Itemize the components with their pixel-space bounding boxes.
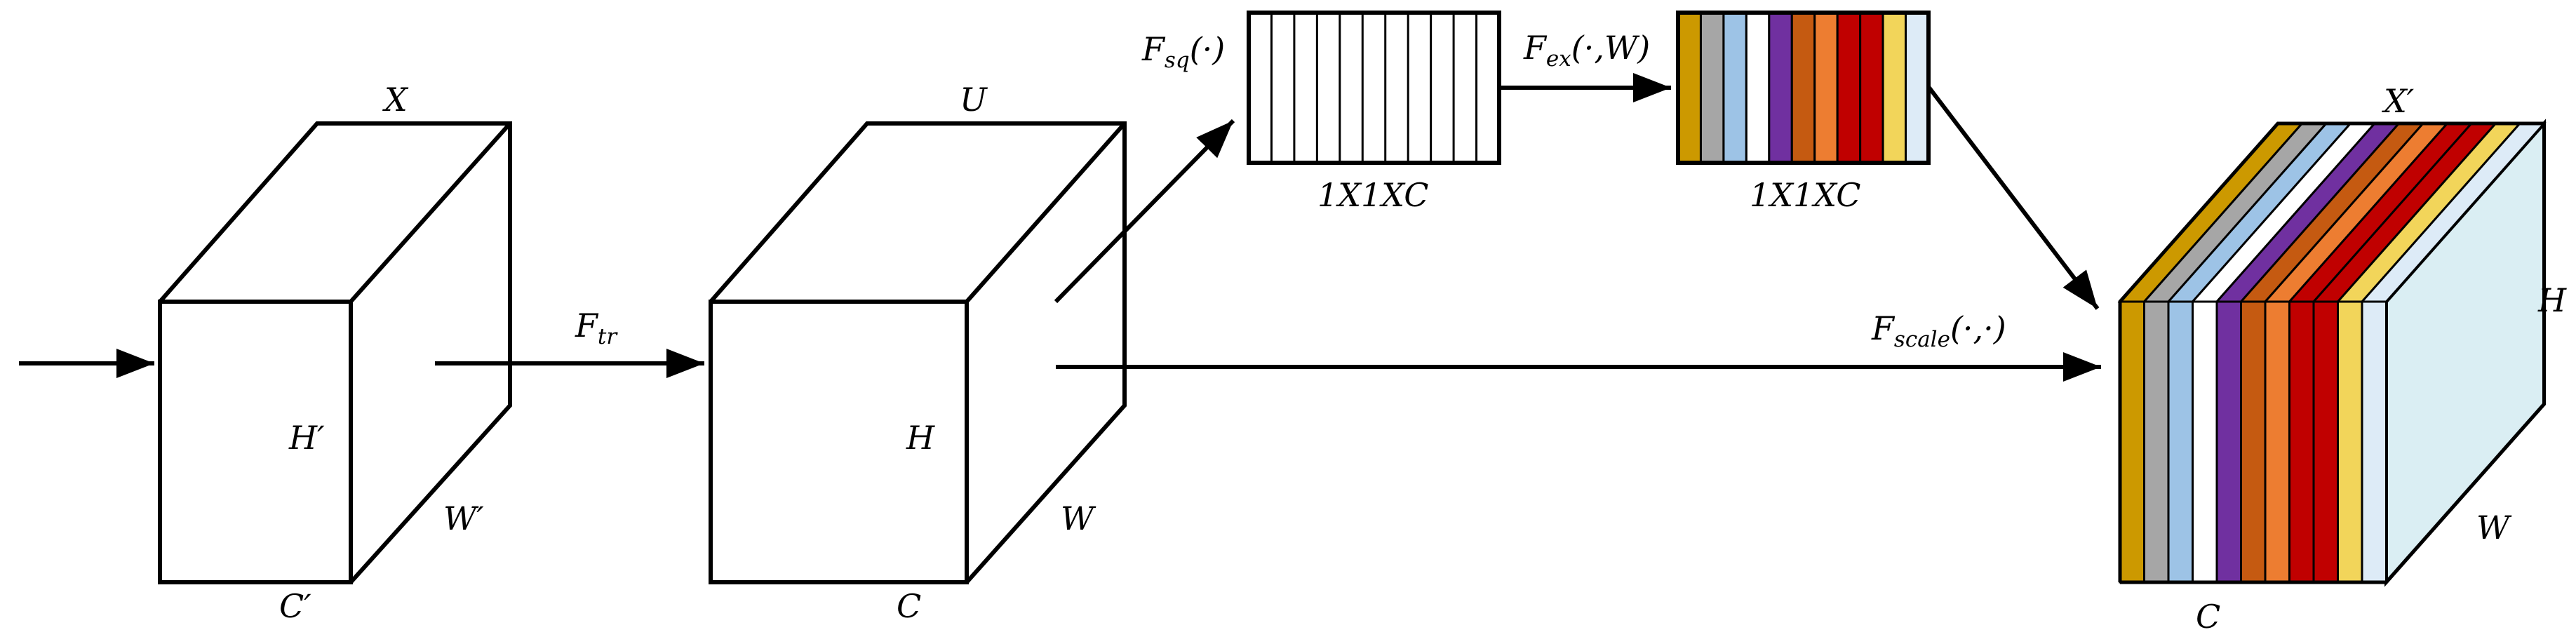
fscale-label-args: (·,·) (1950, 309, 2006, 347)
output-block (2117, 119, 2547, 587)
fex-label: Fex(·,W) (1523, 29, 1650, 72)
excitation-cell (1881, 11, 1907, 164)
fscale-label: Fscale(·,·) (1871, 309, 2006, 352)
output-label-w: W (2476, 509, 2512, 546)
output-slice-front (2312, 300, 2339, 584)
excitation-cell (1813, 11, 1839, 164)
fscale-label-sub: scale (1894, 327, 1950, 352)
excitation-cell (1836, 11, 1862, 164)
fex-label-main: F (1523, 29, 1548, 67)
output-slice-front (2192, 300, 2218, 584)
feature-label-h: H (906, 419, 935, 457)
feature-cube-front-face (709, 300, 969, 584)
output-slice-front (2337, 300, 2363, 584)
input-label-h: H′ (288, 419, 325, 457)
output-block-outline (2118, 121, 2546, 584)
fex-label-sub: ex (1546, 46, 1571, 72)
input-cube-top-edge (349, 122, 512, 303)
excite-dims-label: 1X1XC (1750, 176, 1860, 214)
feature-cube-top-edge (965, 122, 1127, 303)
output-slice-front (2288, 300, 2315, 584)
output-label-x: X′ (2382, 82, 2415, 120)
input-cube (158, 121, 512, 584)
output-slice-front (2240, 300, 2267, 584)
ftr-label-sub: tr (598, 324, 618, 349)
input-label-c: C′ (279, 587, 311, 625)
input-label-x: X (382, 81, 409, 119)
arrow-diagonal-up-icon (1054, 119, 1235, 304)
output-slice-front (2119, 300, 2145, 584)
squeeze-dims-label: 1X1XC (1317, 176, 1428, 214)
excitation-cell (1677, 11, 1702, 164)
output-slice-front (2167, 300, 2194, 584)
input-label-w: W′ (443, 499, 484, 537)
feature-label-w: W (1061, 499, 1096, 537)
excitation-cell (1745, 11, 1771, 164)
feature-label-u: U (960, 81, 988, 119)
fsq-label: Fsq(·) (1141, 30, 1225, 73)
excitation-cell (1859, 11, 1884, 164)
excitation-cell (1768, 11, 1793, 164)
excitation-vector-border (1676, 11, 1931, 165)
output-slice-front (2264, 300, 2290, 584)
ftr-label-main: F (575, 307, 599, 344)
excitation-cell (1722, 11, 1747, 164)
fex-label-args: (·,W) (1571, 29, 1650, 67)
output-slice-front (2215, 300, 2242, 584)
input-cube-front-face (158, 300, 353, 584)
fscale-label-main: F (1871, 309, 1896, 347)
excitation-cell (1905, 11, 1930, 164)
feature-cube (709, 121, 1127, 584)
arrow-diagonal-down-icon (1927, 86, 2100, 310)
fsq-label-args: (·) (1190, 30, 1226, 68)
fsq-label-sub: sq (1165, 48, 1190, 73)
output-slice-front (2361, 300, 2387, 584)
squeeze-vector (1247, 11, 1501, 165)
excitation-cell (1699, 11, 1725, 164)
fsq-label-main: F (1141, 30, 1166, 68)
feature-label-c: C (897, 587, 921, 625)
excitation-cell (1790, 11, 1816, 164)
excitation-vector (1677, 11, 1930, 164)
output-label-h: H (2537, 281, 2567, 319)
squeeze-vector-border (1247, 11, 1501, 165)
output-slice-front (2143, 300, 2170, 584)
ftr-label: Ftr (575, 307, 618, 349)
output-label-c: C (2196, 598, 2220, 636)
